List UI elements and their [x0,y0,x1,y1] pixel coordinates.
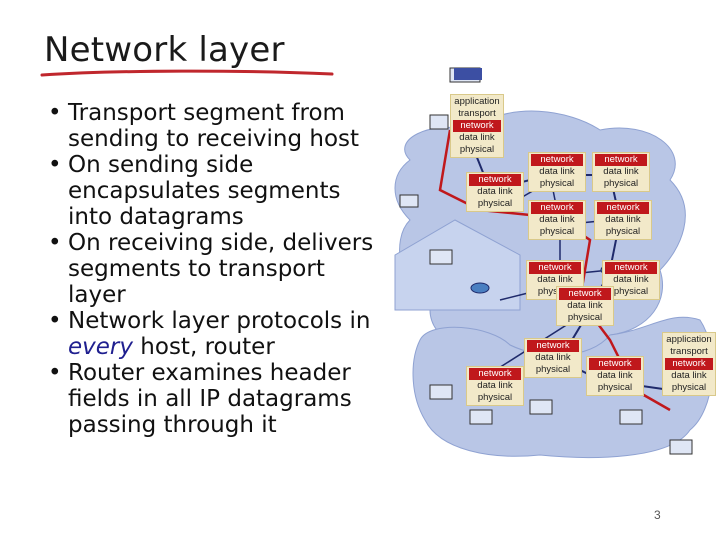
router-stack: network data link physical [592,152,650,192]
bullet-list: Transport segment from sending to receiv… [48,100,388,438]
slide-title: Network layer [44,30,285,70]
bullet-item: Transport segment from sending to receiv… [48,100,388,152]
router-stack: network data link physical [556,286,614,326]
network-diagram: application transport network data link … [370,60,720,520]
bullet-item: On receiving side, delivers segments to … [48,230,388,308]
router-stack: network data link physical [586,356,644,396]
router-stack: network data link physical [594,200,652,240]
bullet-item: Network layer protocols in every host, r… [48,308,388,360]
router-stack: network data link physical [466,172,524,212]
bullet-item: On sending side encapsulates segments in… [48,152,388,230]
bullet-item: Router examines header fields in all IP … [48,360,388,438]
title-underline [40,69,334,77]
receiver-host-stack: application transport network data link … [662,332,716,396]
router-stack: network data link physical [528,200,586,240]
router-stack: network data link physical [524,338,582,378]
router-stack: network data link physical [528,152,586,192]
page-number: 3 [654,508,661,522]
router-stack: network data link physical [466,366,524,406]
sender-host-stack: application transport network data link … [450,94,504,158]
